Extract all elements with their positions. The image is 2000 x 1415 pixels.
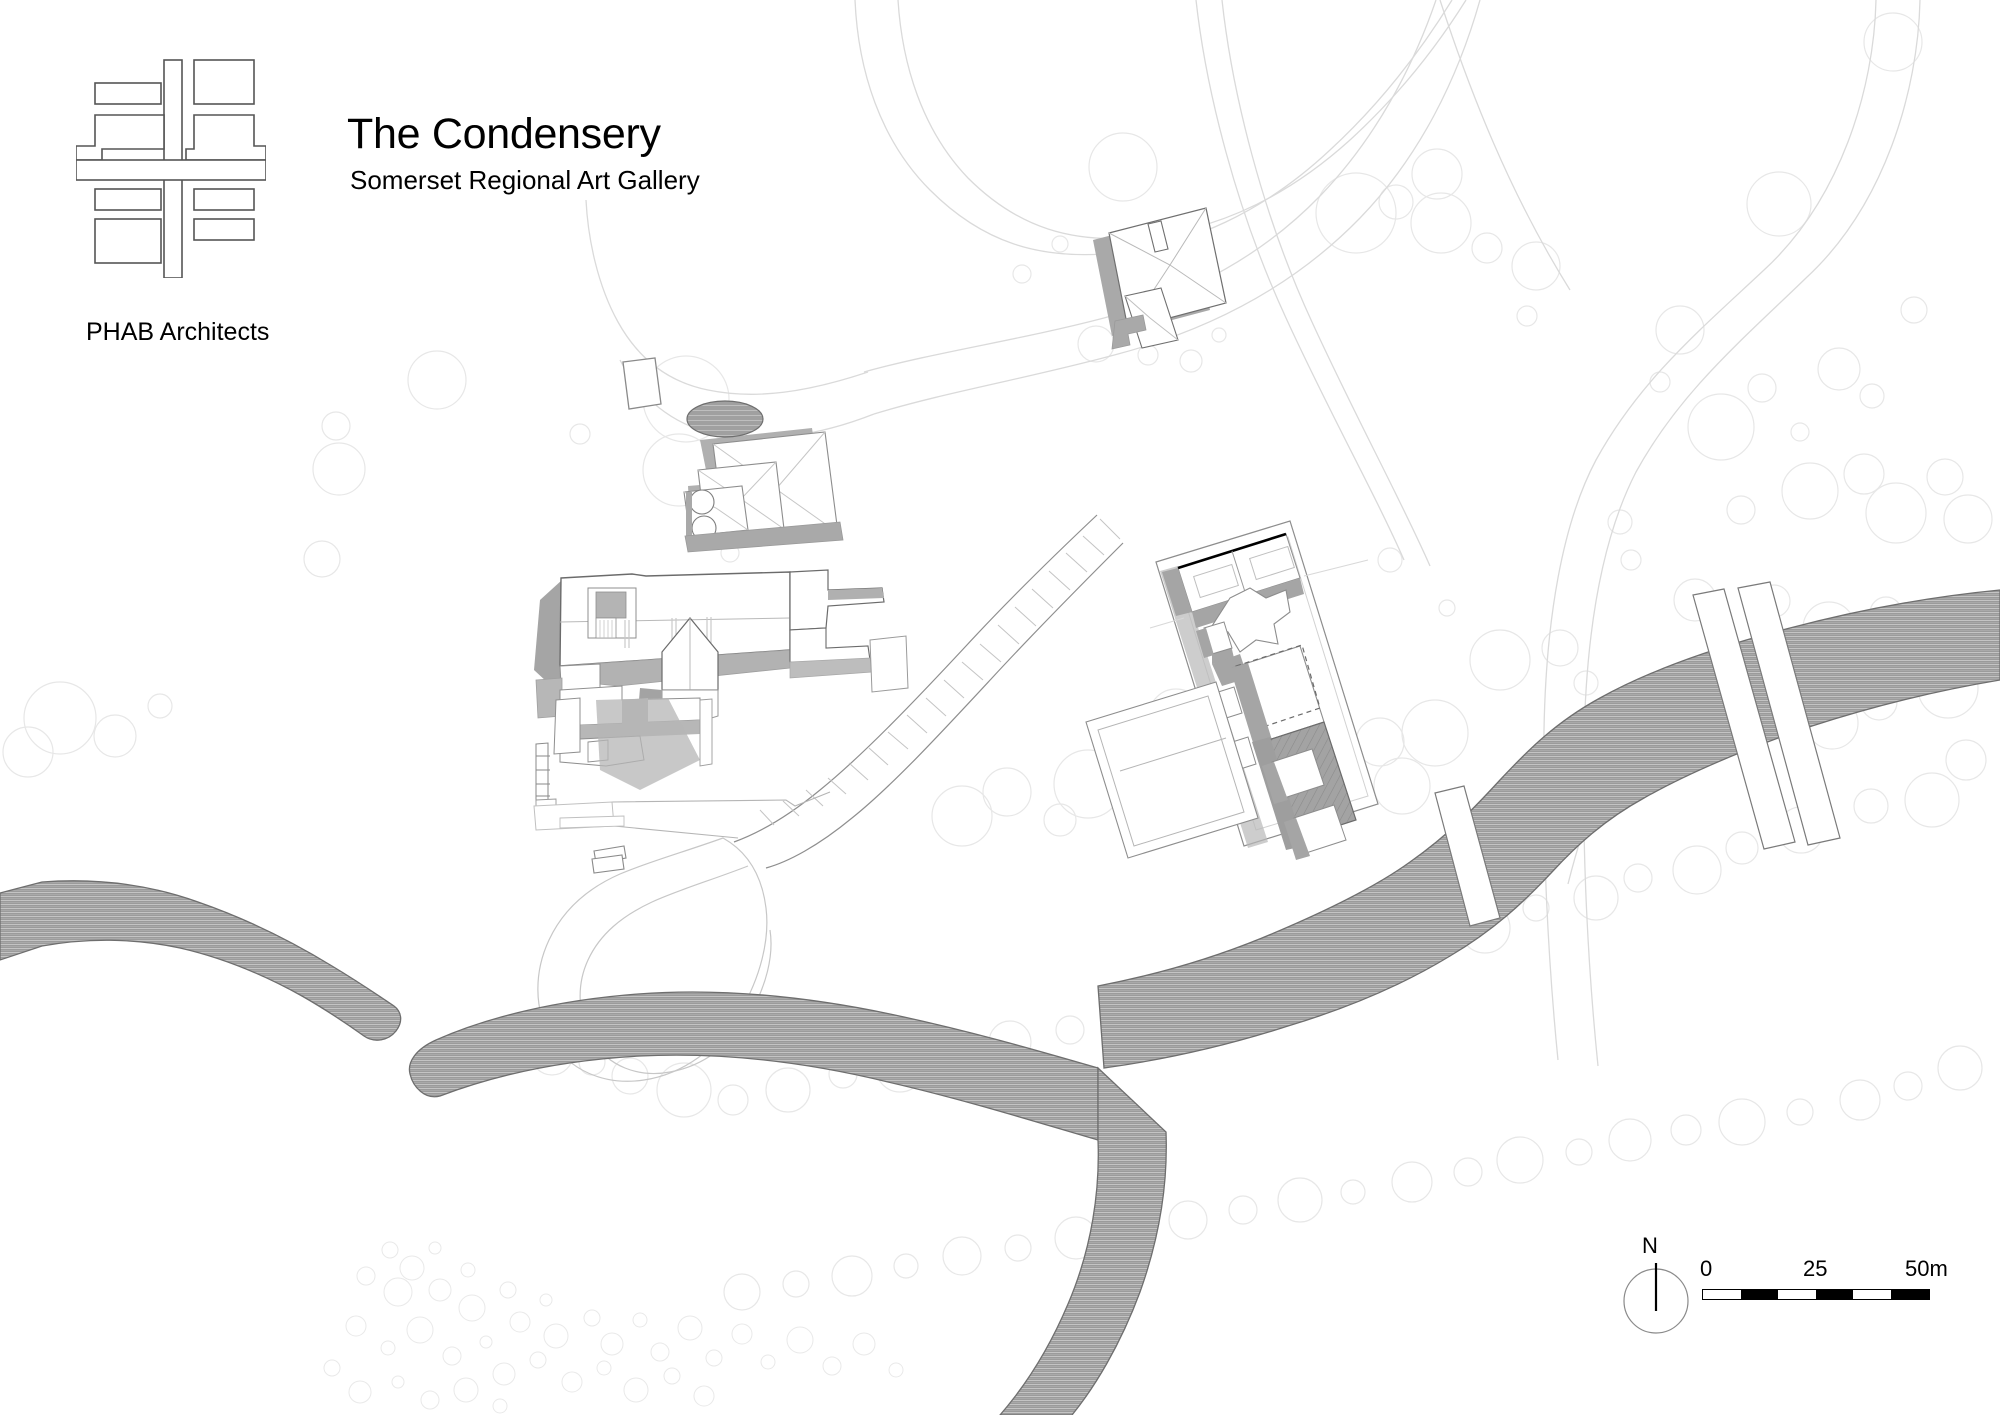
river-branch-west: [0, 880, 402, 1041]
north-arrow: N: [1612, 1235, 1702, 1345]
bridge-east-south: [1737, 581, 1841, 846]
bridge-west: [1434, 785, 1501, 927]
kerb-hatching: [759, 518, 1121, 826]
north-arrow-icon: [1623, 1263, 1689, 1334]
scale-segment: [1778, 1290, 1816, 1299]
scale-label-max: 50m: [1905, 1256, 1948, 1281]
outbuilding-north: [1093, 207, 1227, 350]
scale-segment: [1890, 1290, 1929, 1299]
river-lower-reach: [408, 991, 1099, 1141]
heritage-cottage: [683, 400, 844, 553]
shrub-cluster: [323, 1241, 904, 1414]
river-tributary-south: [999, 1066, 1167, 1415]
gallery-building: [1085, 520, 1379, 860]
scale-label-min: 0: [1700, 1256, 1713, 1281]
scale-bar: 0 25 50m: [1700, 1258, 1960, 1328]
shed-outline: [622, 357, 662, 410]
forecourt-paving: [611, 791, 831, 839]
gallery-annexe-marks: [1149, 559, 1369, 629]
scale-segment: [1703, 1290, 1741, 1299]
bridge-east-north: [1692, 588, 1796, 850]
low-wall-element: [591, 845, 627, 874]
scale-segment: [1815, 1290, 1854, 1299]
access-road: [733, 514, 1124, 869]
scale-segment: [1740, 1290, 1779, 1299]
condensery-building: [533, 569, 909, 831]
scale-label-mid: 25: [1803, 1256, 1828, 1281]
north-label: N: [1642, 1233, 1658, 1258]
scale-bar-graphic: [1702, 1289, 1930, 1300]
scale-segment: [1853, 1290, 1891, 1299]
